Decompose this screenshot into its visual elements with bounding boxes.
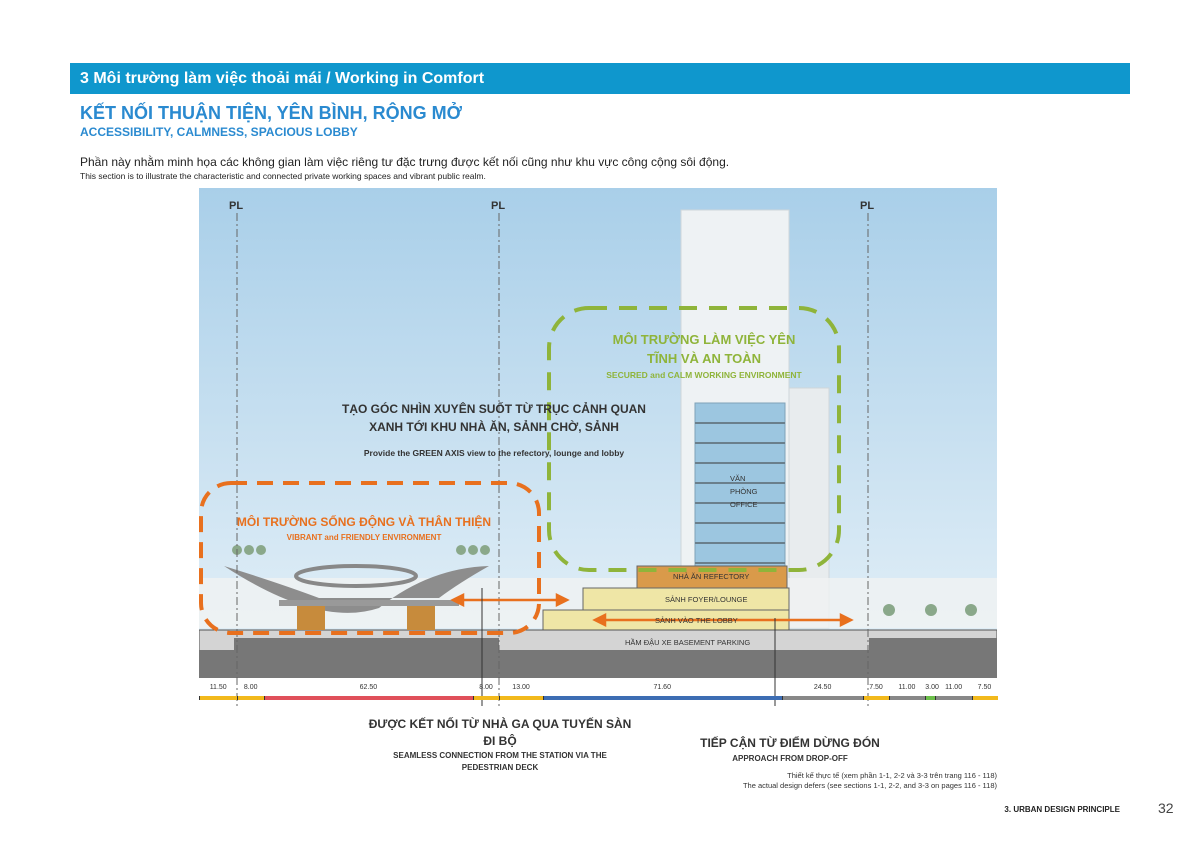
footer-section: 3. URBAN DESIGN PRINCIPLE [1004, 805, 1120, 814]
dimension-value: 7.50 [977, 684, 992, 691]
dimension-value: 7.50 [869, 684, 883, 691]
dimension-bar: 11.50 8.00 62.50 8.00 13.00 71.60 24.50 7.50 11.… [199, 684, 998, 704]
dimension-segment [472, 696, 501, 700]
lounge-label: SẢNH FOYER/LOUNGE [665, 595, 748, 604]
connect-vi-1: ĐƯỢC KẾT NỐI TỪ NHÀ GA QUA TUYẾN SÀN [368, 717, 632, 731]
dimension-segment [264, 696, 474, 700]
page-title: KẾT NỐI THUẬN TIỆN, YÊN BÌNH, RỘNG MỞ [80, 103, 463, 123]
dimension-value: 62.50 [359, 684, 378, 691]
section-banner: 3 Môi trường làm việc thoải mái / Workin… [70, 63, 1130, 94]
intro-en: This section is to illustrate the charac… [80, 171, 486, 181]
connection-caption: ĐƯỢC KẾT NỐI TỪ NHÀ GA QUA TUYẾN SÀN ĐI … [330, 716, 670, 774]
pl-label: PL [229, 200, 244, 212]
axis-en: Provide the GREEN AXIS view to the refec… [363, 448, 625, 458]
page-subtitle: ACCESSIBILITY, CALMNESS, SPACIOUS LOBBY [80, 125, 358, 139]
dimension-value: 8.00 [243, 684, 258, 691]
dimension-value: 8.00 [479, 684, 493, 691]
axis-vi-1: TẠO GÓC NHÌN XUYÊN SUỐT TỪ TRỤC CẢNH QUA… [342, 402, 646, 416]
dimension-value: 11.00 [898, 684, 916, 691]
parking-label: HẦM ĐẬU XE BASEMENT PARKING [625, 638, 751, 647]
connect-en-1: SEAMLESS CONNECTION FROM THE STATION VIA… [393, 751, 607, 760]
dimension-segment [863, 696, 890, 700]
vibrant-zone-label: MÔI TRƯỜNG SỐNG ĐỘNG VÀ THÂN THIỆN VIBRA… [229, 514, 499, 546]
dimension-value: 11.00 [945, 684, 963, 691]
working-zone-label: MÔI TRƯỜNG LÀM VIỆC YÊN TĨNH VÀ AN TOÀN … [579, 330, 829, 382]
connect-vi-2: ĐI BỘ [483, 734, 517, 748]
pl-label: PL [491, 200, 506, 212]
office-1: VĂN [730, 474, 746, 483]
pl-label: PL [860, 200, 875, 212]
working-vi-2: TĨNH VÀ AN TOÀN [646, 351, 762, 366]
approach-caption: TIẾP CẬN TỪ ĐIỂM DỪNG ĐÓN APPROACH FROM … [680, 735, 900, 767]
page-number: 32 [1158, 800, 1174, 816]
vibrant-en: VIBRANT and FRIENDLY ENVIRONMENT [286, 533, 442, 542]
dimension-segment [237, 696, 266, 700]
vibrant-vi: MÔI TRƯỜNG SỐNG ĐỘNG VÀ THÂN THIỆN [236, 515, 492, 529]
dimension-segment [542, 696, 783, 700]
green-axis-label: TẠO GÓC NHÌN XUYÊN SUỐT TỪ TRỤC CẢNH QUA… [329, 400, 659, 462]
dimension-value: 11.50 [209, 684, 227, 691]
dimension-segment [935, 696, 973, 700]
approach-en: APPROACH FROM DROP-OFF [732, 754, 848, 763]
note-en: The actual design defers (see sections 1… [742, 781, 997, 790]
intro-vi: Phần này nhằm minh họa các không gian là… [80, 155, 730, 169]
dimension-segment [971, 696, 998, 700]
dimension-value: 24.50 [813, 684, 832, 691]
design-note: Thiết kế thực tế (xem phần 1-1, 2-2 và 3… [743, 771, 997, 791]
dimension-value: 3.00 [925, 684, 939, 691]
dimension-segment [781, 696, 865, 700]
approach-vi: TIẾP CẬN TỪ ĐIỂM DỪNG ĐÓN [700, 736, 880, 750]
office-3: OFFICE [730, 500, 758, 509]
axis-vi-2: XANH TỚI KHU NHÀ ĂN, SẢNH CHỜ, SẢNH [369, 420, 619, 434]
section-diagram: PL PL PL MÔI TRƯỜNG LÀM VIỆC YÊN TĨNH VÀ… [199, 188, 998, 706]
office-2: PHÒNG [730, 487, 758, 496]
working-vi-1: MÔI TRƯỜNG LÀM VIỆC YÊN [612, 332, 796, 347]
lobby-label: SẢNH VÀO THE LOBBY [655, 616, 738, 625]
dimension-value: 71.60 [653, 684, 671, 691]
section-illustration [199, 188, 997, 706]
dimension-segment [925, 696, 937, 700]
dimension-segment [888, 696, 927, 700]
note-vi: Thiết kế thực tế (xem phần 1-1, 2-2 và 3… [787, 771, 997, 780]
working-en: SECURED and CALM WORKING ENVIRONMENT [606, 370, 802, 380]
dimension-value: 13.00 [512, 684, 530, 691]
dimension-segment [499, 696, 544, 700]
dimension-segment [199, 696, 239, 700]
office-label: VĂN PHÒNG OFFICE [730, 472, 758, 511]
connect-en-2: PEDESTRIAN DECK [461, 763, 539, 772]
refectory-label: NHÀ ĂN REFECTORY [673, 572, 750, 581]
